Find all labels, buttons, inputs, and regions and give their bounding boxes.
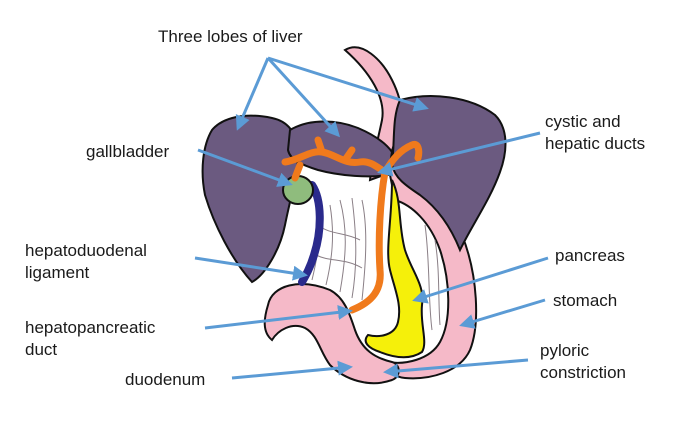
label-hepato-line1: hepatoduodenal (25, 241, 147, 260)
label-hepatopancreatic-duct: hepatopancreatic duct (25, 317, 155, 361)
duodenum-shape (263, 283, 400, 385)
label-stomach: stomach (553, 290, 617, 312)
liver-right-lobe (390, 95, 507, 253)
label-pancreas-text: pancreas (555, 246, 625, 265)
label-cystic-hepatic-ducts: cystic and hepatic ducts (545, 111, 645, 155)
label-duodenum: duodenum (125, 369, 205, 391)
label-hp-line1: hepatopancreatic (25, 318, 156, 337)
label-liver-lobes: Three lobes of liver (158, 26, 303, 48)
liver-left-lobe (201, 114, 300, 284)
label-pyloric-line2: constriction (540, 363, 626, 382)
label-pyloric-line1: pyloric (540, 341, 590, 360)
label-gallbladder: gallbladder (86, 141, 169, 163)
label-hepato-line2: ligament (25, 263, 90, 282)
gallbladder-shape (282, 175, 314, 205)
label-cystic-line1: cystic and (545, 112, 621, 131)
label-liver-lobes-text: Three lobes of liver (158, 27, 303, 46)
label-pancreas: pancreas (555, 245, 625, 267)
label-hp-line2: duct (25, 340, 58, 359)
label-gallbladder-text: gallbladder (86, 142, 170, 161)
label-stomach-text: stomach (553, 291, 618, 310)
pancreas-shape (364, 179, 426, 359)
label-duodenum-text: duodenum (125, 370, 206, 389)
leader-arrows (194, 56, 549, 380)
label-pyloric-constriction: pyloric constriction (540, 340, 626, 384)
label-cystic-line2: hepatic ducts (545, 134, 646, 153)
cystic-hepatic-ducts (281, 136, 423, 314)
label-hepatoduodenal-ligament: hepatoduodenal ligament (25, 240, 147, 284)
